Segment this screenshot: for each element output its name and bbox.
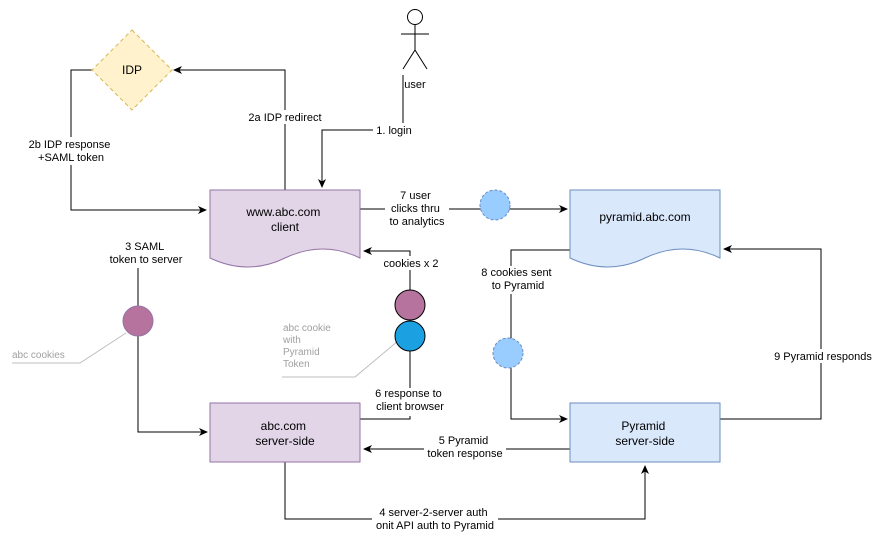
- abc-client-label-line2: client: [271, 220, 300, 234]
- pyramid-client-shape: [569, 189, 721, 268]
- idp-node[interactable]: IDP: [91, 29, 173, 111]
- pyramid-client-label: pyramid.abc.com: [599, 210, 690, 224]
- user-label: user: [404, 79, 426, 91]
- abc-client-label: www.abc.com client: [245, 205, 323, 234]
- abc-server-label-line1: abc.com: [261, 419, 306, 433]
- svg-text:1. login: 1. login: [376, 125, 411, 137]
- idp-label: IDP: [122, 63, 142, 77]
- svg-text:2a IDP redirect: 2a IDP redirect: [248, 112, 321, 124]
- svg-text:2b IDP response +SAML to: 2b IDP response +SAML token: [29, 139, 114, 164]
- svg-text:7 user clicks thru: 7 user clicks thru to analytics: [389, 190, 445, 228]
- svg-text:cookies x 2: cookies x 2: [383, 258, 438, 270]
- pyramid-server-label-line2: server-side: [615, 434, 675, 448]
- abc-server-box: [209, 402, 361, 463]
- pyramid-server-box: [569, 402, 721, 463]
- abc-client-shape: [209, 189, 361, 268]
- label-cookies-x2: cookies x 2: [380, 256, 442, 270]
- edge-saml-token: [137, 258, 208, 436]
- abc-cookie-dot[interactable]: [122, 305, 154, 337]
- edge-idp-redirect: [173, 66, 286, 190]
- label-pyramid-responds: 9 Pyramid responds: [772, 349, 874, 363]
- abc-server-label-line2: server-side: [255, 434, 315, 448]
- clicks-thru-dot[interactable]: [479, 189, 511, 221]
- idp-diamond: [91, 29, 173, 111]
- svg-text:6 response to client bro: 6 response to client browser: [375, 388, 445, 413]
- pyramid-server-node[interactable]: Pyramid server-side: [569, 402, 721, 463]
- svg-text:8 cookies sent to Pyrami: 8 cookies sent to Pyramid: [481, 267, 554, 292]
- annotation-line-pyramid-token: [282, 340, 399, 378]
- label-idp-redirect: 2a IDP redirect: [245, 110, 325, 124]
- abc-client-label-line1: www.abc.com: [245, 205, 320, 219]
- svg-text:3 SAML token to server: 3 SAML token to server: [110, 241, 183, 266]
- cookies-to-pyramid-dot[interactable]: [492, 337, 524, 369]
- label-saml-token: 3 SAML token to server: [108, 240, 184, 268]
- user-leg-left: [402, 49, 416, 70]
- annotation-abc-cookie-pyramid: abc cookie with Pyramid Token: [282, 323, 334, 370]
- svg-text:9 Pyramid responds: 9 Pyramid responds: [774, 351, 872, 363]
- svg-text:4 server-2-server auth o: 4 server-2-server auth onit API auth to …: [376, 507, 494, 532]
- edge-pyramid-responds: [720, 245, 822, 420]
- label-pyramid-token-response: 5 Pyramid token response: [424, 435, 506, 463]
- abc-server-label: abc.com server-side: [255, 419, 315, 448]
- abc-client-node[interactable]: www.abc.com client: [209, 189, 361, 268]
- label-cookies-to-pyramid: 8 cookies sent to Pyramid: [479, 266, 557, 294]
- pyramid-server-label: Pyramid server-side: [615, 419, 675, 448]
- label-idp-response: 2b IDP response +SAML token: [28, 137, 114, 165]
- abc-server-node[interactable]: abc.com server-side: [209, 402, 361, 463]
- cookie-dot-upper[interactable]: [394, 289, 426, 321]
- svg-text:5 Pyramid token response: 5 Pyramid token response: [427, 435, 502, 460]
- annotation-line-abc-cookies: [12, 332, 127, 364]
- edge-login: [318, 75, 404, 188]
- annotation-abc-cookies: abc cookies: [12, 350, 65, 361]
- user-actor[interactable]: user: [401, 9, 429, 92]
- pyramid-server-label-line1: Pyramid: [621, 419, 665, 433]
- pyramid-client-node[interactable]: pyramid.abc.com: [569, 189, 721, 268]
- pyramid-token-dot[interactable]: [394, 320, 426, 352]
- label-response-to-client: 6 response to client browser: [372, 388, 448, 416]
- edge-cookies-to-pyramid: [510, 249, 570, 423]
- user-head: [407, 9, 423, 25]
- user-leg-right: [414, 49, 428, 70]
- label-login: 1. login: [373, 123, 415, 137]
- label-server-auth: 4 server-2-server auth onit API auth to …: [372, 507, 498, 535]
- label-clicks-thru: 7 user clicks thru to analytics: [385, 189, 449, 229]
